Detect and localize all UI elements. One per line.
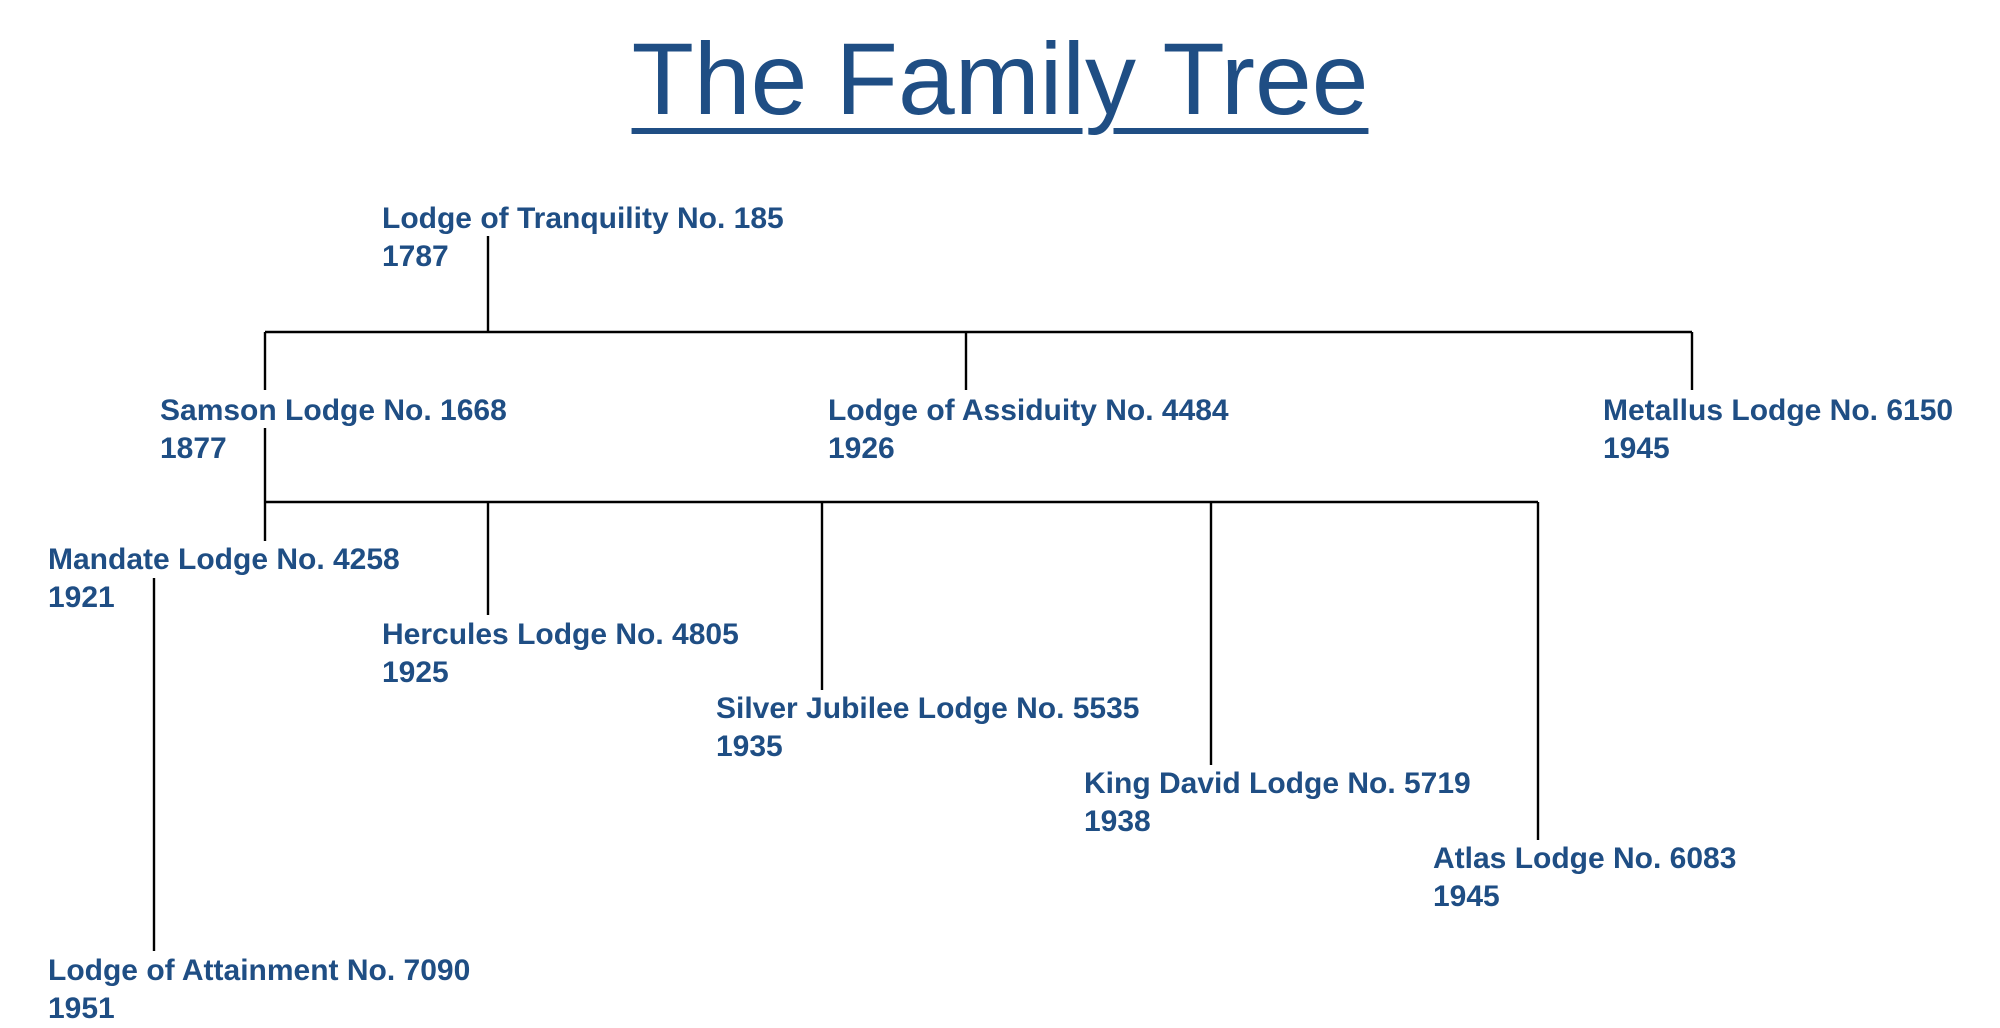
node-name: Samson Lodge No. 1668 bbox=[160, 394, 507, 427]
node-name: Mandate Lodge No. 4258 bbox=[48, 543, 400, 576]
node-mandate: Mandate Lodge No. 4258 1921 bbox=[48, 541, 400, 617]
node-year: 1787 bbox=[382, 240, 449, 273]
node-year: 1926 bbox=[828, 432, 895, 465]
node-name: Metallus Lodge No. 6150 bbox=[1603, 394, 1954, 427]
node-year: 1945 bbox=[1433, 880, 1500, 913]
node-metallus: Metallus Lodge No. 6150 1945 bbox=[1603, 392, 1953, 468]
node-name: Atlas Lodge No. 6083 bbox=[1433, 842, 1737, 875]
node-year: 1921 bbox=[48, 581, 115, 614]
node-name: Lodge of Tranquility No. 185 bbox=[382, 202, 784, 235]
page-title-text: The Family Tree bbox=[631, 22, 1369, 136]
node-year: 1877 bbox=[160, 432, 227, 465]
node-year: 1925 bbox=[382, 656, 449, 689]
node-name: King David Lodge No. 5719 bbox=[1084, 767, 1471, 800]
page-title: The Family Tree bbox=[0, 28, 2000, 130]
node-king-david: King David Lodge No. 5719 1938 bbox=[1084, 765, 1471, 841]
node-year: 1938 bbox=[1084, 805, 1151, 838]
node-samson: Samson Lodge No. 1668 1877 bbox=[160, 392, 507, 468]
node-year: 1945 bbox=[1603, 432, 1670, 465]
node-year: 1951 bbox=[48, 992, 115, 1025]
node-name: Lodge of Attainment No. 7090 bbox=[48, 954, 471, 987]
node-tranquility: Lodge of Tranquility No. 185 1787 bbox=[382, 200, 784, 276]
node-year: 1935 bbox=[716, 730, 783, 763]
node-silver-jubilee: Silver Jubilee Lodge No. 5535 1935 bbox=[716, 690, 1140, 766]
node-name: Silver Jubilee Lodge No. 5535 bbox=[716, 692, 1140, 725]
node-assiduity: Lodge of Assiduity No. 4484 1926 bbox=[828, 392, 1229, 468]
node-atlas: Atlas Lodge No. 6083 1945 bbox=[1433, 840, 1736, 916]
node-name: Lodge of Assiduity No. 4484 bbox=[828, 394, 1229, 427]
node-name: Hercules Lodge No. 4805 bbox=[382, 618, 739, 651]
node-hercules: Hercules Lodge No. 4805 1925 bbox=[382, 616, 739, 692]
node-attainment: Lodge of Attainment No. 7090 1951 bbox=[48, 952, 470, 1028]
